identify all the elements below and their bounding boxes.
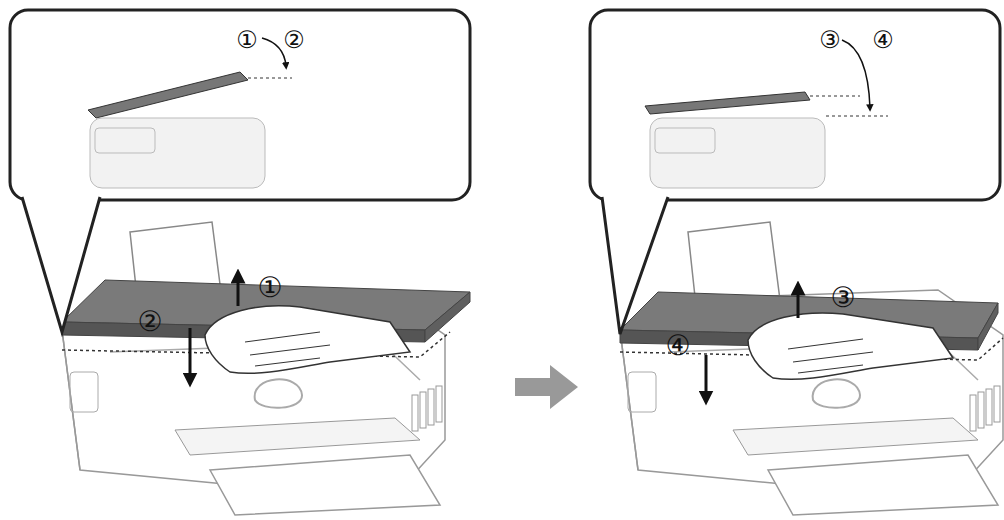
scanner-profile (90, 118, 265, 188)
scanner-side (425, 292, 470, 342)
callout-number: ② (283, 28, 305, 52)
callout-number: ③ (830, 284, 855, 312)
scanner-lid (645, 92, 810, 114)
scanner-lid (88, 72, 248, 118)
printer-body (620, 222, 1003, 515)
lift-arrow (797, 288, 800, 318)
scanner-window (95, 128, 155, 153)
callout-number: ② (137, 308, 162, 336)
inset-pointer (602, 197, 668, 334)
callout-number: ③ (819, 28, 841, 52)
hand (748, 313, 953, 379)
printer-body (62, 222, 445, 515)
scanner-window (655, 128, 715, 153)
hand-fingers (788, 339, 873, 373)
scanner-profile (650, 118, 825, 188)
inset-frame (590, 10, 1000, 200)
callout-number: ① (236, 28, 258, 52)
motion-arrow (842, 40, 870, 108)
lower-arrow (189, 328, 192, 380)
lift-arrow (237, 276, 240, 306)
callout-number: ① (257, 274, 282, 302)
inset-frame (10, 10, 470, 200)
hand-fingers (245, 332, 330, 366)
callout-number: ④ (872, 28, 894, 52)
reference-line (810, 96, 860, 97)
callout-number: ④ (665, 332, 690, 360)
reference-line (248, 78, 292, 79)
scanner-side (978, 303, 998, 350)
hand (205, 306, 410, 374)
inset-pointer (22, 197, 100, 332)
step-arrow (515, 365, 578, 409)
lower-arrow (705, 355, 708, 398)
motion-arrow (262, 38, 286, 66)
reference-line (826, 116, 888, 117)
